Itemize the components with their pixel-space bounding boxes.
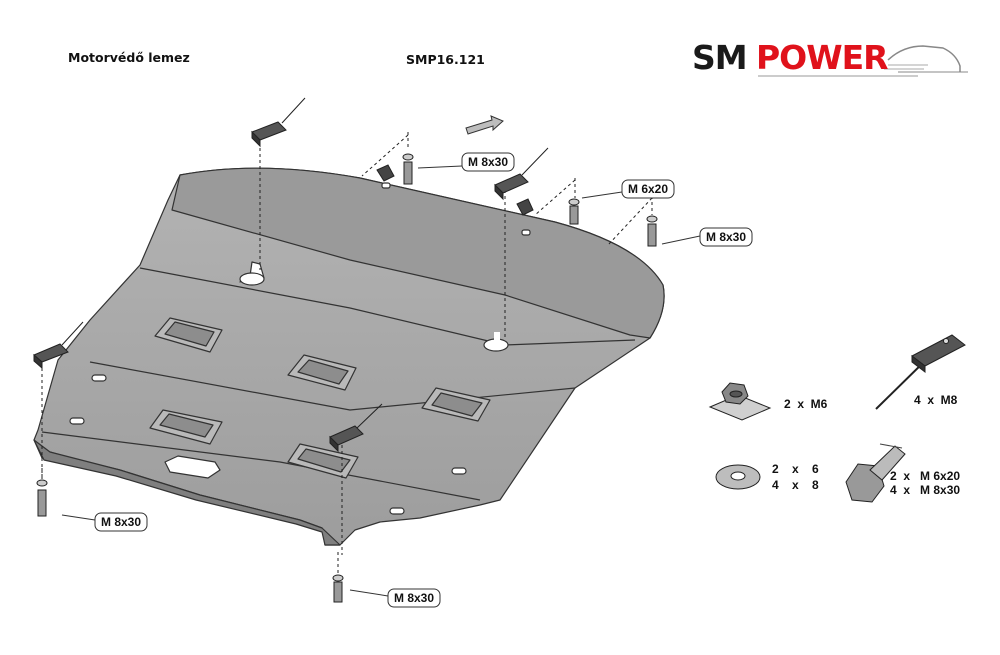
- logo-text-sm: SM: [692, 38, 748, 77]
- legend-bolt-qty-1: 2 x M 6x20: [890, 469, 961, 483]
- legend-clip-nut-qty: 2 x M6: [784, 397, 828, 411]
- legend-clip-bolt-icon: [875, 334, 966, 410]
- legend-parts: [708, 334, 966, 503]
- plate-ridge-3: [41, 431, 481, 501]
- clip-bolt-1: [251, 97, 306, 148]
- clip-bolts: [33, 97, 549, 453]
- plate-hole: [91, 374, 107, 382]
- callout-label-top-mid: M 6x20: [628, 182, 669, 196]
- logo-text-power: POWER: [756, 38, 889, 77]
- skid-plate: [33, 167, 665, 546]
- part-number: SMP16.121: [406, 52, 485, 67]
- alignment-lines: [41, 132, 653, 575]
- legend-clip-nut-icon: [708, 382, 772, 421]
- callout-label-bottom-left: M 8x30: [101, 515, 142, 529]
- forward-arrow-icon: [465, 115, 504, 135]
- clip-bolt-4: [329, 403, 383, 453]
- plate-cutout: [164, 455, 221, 479]
- clip-bolt-3: [494, 147, 549, 201]
- legend-bolt-qty-2: 4 x M 8x30: [890, 483, 961, 497]
- legend-bolt-icon: [845, 443, 906, 503]
- legend-washer-icon: [715, 464, 761, 490]
- bolt-icon: [403, 161, 413, 185]
- plate-rear-flange: [33, 439, 341, 546]
- plate-front-strip: [171, 167, 665, 339]
- plate-ridge-1: [139, 267, 636, 346]
- brand-logo: SM POWER: [688, 38, 970, 82]
- document-title: Motorvédő lemez: [68, 50, 190, 65]
- legend-washer-qty-2: 4 x 8: [772, 478, 819, 492]
- top-fasteners: [36, 153, 658, 603]
- washer-icon: [402, 153, 414, 161]
- legend-clip-bolt-qty: 4 x M8: [914, 393, 958, 407]
- clip-bolt-2: [33, 321, 84, 370]
- callout-label-top-left: M 8x30: [468, 155, 509, 169]
- legend-washer-qty-1: 2 x 6: [772, 462, 819, 476]
- plate-ridge-2: [89, 361, 576, 411]
- callout-label-top-right: M 8x30: [706, 230, 747, 244]
- callout-label-bottom-center: M 8x30: [394, 591, 435, 605]
- clip-nut-icon: [376, 164, 395, 182]
- callouts: [61, 152, 753, 608]
- logo-car-outline-icon: [758, 45, 968, 77]
